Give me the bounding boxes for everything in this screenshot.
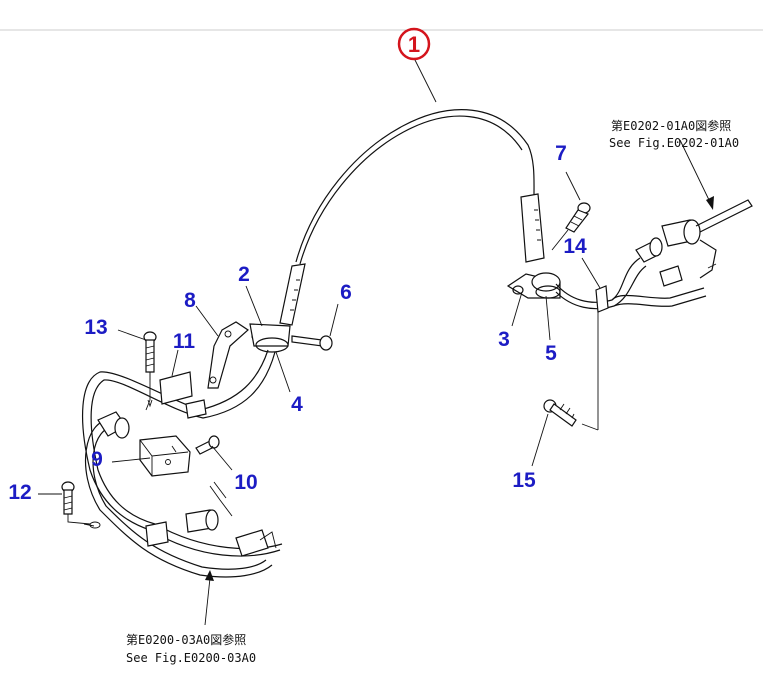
lower-left-harness [61, 331, 283, 578]
main-wire-harness [279, 109, 545, 326]
part-callouts: 1 2 3 4 5 6 7 8 9 10 11 12 13 14 15 [8, 27, 587, 504]
left-clamp-assembly [207, 321, 333, 389]
reference-notes: 第E0202-01A0図参照 See Fig.E0202-01A0 第E0200… [126, 118, 739, 665]
callout-1[interactable]: 1 [408, 32, 420, 57]
callout-13[interactable]: 13 [84, 316, 107, 339]
ref-upper-right-en: See Fig.E0202-01A0 [609, 136, 739, 150]
callout-11[interactable]: 11 [173, 330, 196, 353]
ref-upper-right-jp: 第E0202-01A0図参照 [611, 118, 731, 133]
callout-4[interactable]: 4 [291, 393, 303, 416]
right-clamp-assembly [506, 199, 753, 431]
callout-15[interactable]: 15 [512, 469, 536, 492]
callout-6[interactable]: 6 [340, 281, 352, 304]
leader-lines [38, 57, 714, 626]
callout-7[interactable]: 7 [555, 142, 567, 165]
ref-bottom-en: See Fig.E0200-03A0 [126, 651, 256, 665]
ref-bottom-jp: 第E0200-03A0図参照 [126, 632, 246, 647]
callout-9[interactable]: 9 [91, 448, 103, 471]
callout-10[interactable]: 10 [234, 471, 257, 494]
callout-3[interactable]: 3 [498, 328, 510, 351]
callout-2[interactable]: 2 [238, 263, 250, 286]
callout-5[interactable]: 5 [545, 342, 557, 365]
callout-14[interactable]: 14 [563, 235, 587, 258]
callout-12[interactable]: 12 [8, 481, 31, 504]
callout-8[interactable]: 8 [184, 289, 196, 312]
main-part-circle [397, 27, 431, 61]
